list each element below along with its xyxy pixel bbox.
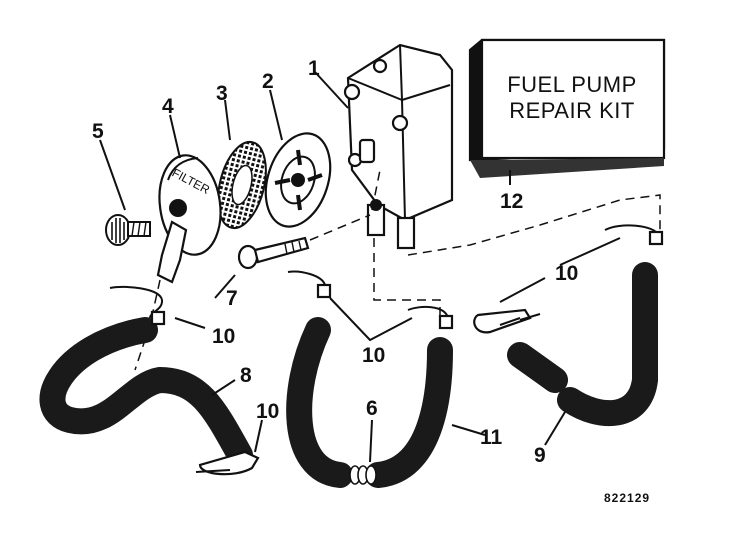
drawing-number: 822129: [604, 491, 650, 505]
filter-screen: [217, 140, 267, 230]
label-pump: 1: [308, 57, 320, 80]
fuel-hose-long: [39, 317, 253, 468]
label-filter-cover: 4: [162, 95, 174, 118]
leader-lines: [99, 71, 621, 463]
label-clip-right: 10: [555, 262, 578, 285]
label-screen: 3: [216, 82, 228, 105]
label-kit: 12: [500, 190, 523, 213]
part-number-labels: 1 2 3 4 5 7 10 10 10 10 8 6 11 9 12 8221…: [92, 57, 650, 505]
label-screw: 5: [92, 120, 104, 143]
filter-cover: FILTER: [156, 154, 222, 284]
fuel-hose-right-upper: [557, 262, 658, 426]
label-clip-left-top: 10: [212, 325, 235, 348]
label-hose-right: 9: [534, 444, 546, 467]
screw: [105, 214, 151, 246]
fuel-hose-right-lower: [507, 342, 568, 393]
label-diaphragm: 2: [262, 70, 274, 93]
bolt: [237, 236, 310, 270]
repair-kit-box: FUEL PUMP REPAIR KIT: [468, 38, 666, 178]
label-hose-middle: 11: [480, 426, 503, 449]
hose-clip-middle-right: [407, 305, 454, 330]
hose-connector: [349, 465, 377, 485]
hose-clip-right: [604, 224, 664, 246]
diaphragm: [264, 132, 332, 228]
kit-label-line1: FUEL PUMP: [507, 72, 637, 97]
hose-clip-loose: [473, 308, 541, 334]
hose-clip-bottom: [195, 450, 260, 476]
hose-clip-left-top: [109, 285, 166, 326]
label-clip-middle: 10: [362, 344, 385, 367]
hose-clip-middle-left: [287, 270, 332, 299]
fuel-pump: [343, 43, 454, 250]
label-hose-long: 8: [240, 364, 252, 387]
label-clip-bottom: 10: [256, 400, 279, 423]
label-connector: 6: [366, 397, 378, 420]
label-bolt: 7: [226, 287, 238, 310]
kit-label-line2: REPAIR KIT: [509, 98, 635, 123]
fuel-hose-middle: [286, 317, 453, 488]
